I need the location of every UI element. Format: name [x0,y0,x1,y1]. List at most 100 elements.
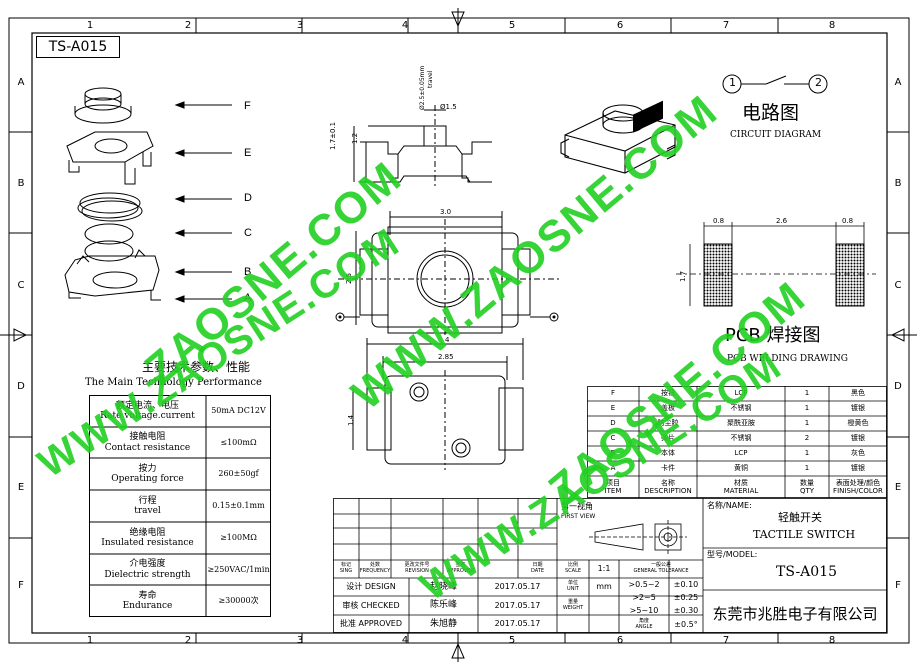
perf-label-en: Insulated resistance [101,538,194,548]
bom-item: A [610,464,616,473]
bom-finish: 黑色 [851,389,865,398]
zone-col-2: 2 [184,20,192,31]
tb-name-en: TACTILE SWITCH [753,528,856,541]
bom-finish: 镀银 [851,404,865,413]
pcb-drawing [676,222,876,307]
bom-header-en: QTY [799,487,815,495]
pcb-dim-height: 1.7 [679,270,687,282]
zone-col-6: 6 [616,635,624,646]
performance-title-cn: 主要技术参数、性能 [142,360,251,374]
zone-col-1: 1 [86,20,94,31]
zone-row-a: A [894,77,902,88]
bom-qty: 1 [804,419,810,428]
tb-tol-value: ±0.25 [673,592,699,602]
tb-tol-range: >0.5~2 [628,579,660,589]
tb-tol-value: ±0.10 [673,579,699,589]
dim-bottom-pitch: 2.85 [438,353,454,361]
tb-hdr-cn: 日期 [532,562,543,569]
perf-value: ≤100mΩ [220,437,257,447]
part-label-f: F [244,100,251,112]
tb-unit-cn: 单位 [567,580,578,587]
drawing-number-box: TS-A015 [36,36,120,58]
perf-label-en: Operating force [111,474,184,484]
perf-label-cn: 按力 [138,463,157,474]
pcb-dim-pad1: 0.8 [713,217,725,225]
tb-weight-en: WEIGHT [562,604,584,611]
zone-row-d: D [894,381,902,392]
tb-tol-range: >2~5 [632,592,656,602]
zone-row-b: B [894,178,902,189]
zone-row-d: D [17,381,25,392]
tb-date: 2017.05.17 [494,619,541,629]
perf-value: 0.15±0.1mm [212,501,265,511]
dim-top-width: 3.0 [440,208,452,216]
bom-material: 不锈钢 [730,434,752,443]
tb-hdr-en: SING [339,568,353,574]
bom-material: LCP [734,449,748,458]
tb-weight-cn: 重量 [567,598,578,605]
tb-hdr-cn: 更改文件号 [404,562,430,569]
exploded-view [64,87,161,301]
part-label-d: D [244,192,252,204]
bom-finish: 灰色 [851,449,865,458]
circuit-title-en: CIRCUIT DIAGRAM [730,130,822,140]
bom-qty: 1 [804,389,810,398]
bom-header-cn: 材质 [734,478,748,487]
zone-col-2: 2 [184,635,192,646]
tb-role: 审核 CHECKED [342,600,400,610]
bom-header-cn: 名称 [661,478,675,487]
zone-col-8: 8 [828,635,836,646]
perf-label-cn: 额定电流、电压 [115,400,179,411]
perf-label-cn: 介电强度 [129,559,166,570]
zone-row-f: F [18,580,24,591]
zone-row-c: C [894,280,902,291]
tb-model: TS-A015 [776,564,838,580]
dim-top-depth: 2.5 [345,272,353,284]
circuit-title-cn: 电路图 [742,102,800,124]
tb-hdr-cn: 签名 [455,562,466,569]
bom-name: 盖板 [661,404,675,413]
tb-tol-value: ±0.5° [674,620,698,630]
tb-unit: mm [596,582,612,592]
bom-name: 本体 [661,449,675,458]
bottom-view [352,338,524,470]
bom-item: C [610,434,616,443]
zone-col-3: 3 [296,20,304,31]
pcb-title-cn: PCB 焊接图 [725,325,821,346]
tb-angle-cn: 角度 [638,618,649,625]
bom-table: F 按钮 LCP 1 黑色 E 盖板 不锈钢 1 镀银 D 防尘胶 聚酰亚胺 1… [587,386,887,498]
bom-item: D [610,419,616,428]
top-view [335,211,562,335]
tb-hdr-en: APPROVED [446,568,475,574]
tb-role: 批准 APPROVED [339,619,403,629]
first-view-en: FIRST VIEW [561,513,596,520]
bom-header-en: ITEM [604,487,622,495]
bom-header-en: FINISH/COLOR [833,487,883,495]
perf-label-cn: 绝缘电阻 [129,527,166,538]
tb-hdr-en: GENERAL TOLERANCE [633,568,689,574]
circuit-pin-2: 2 [815,76,822,89]
zone-row-f: F [895,580,901,591]
bom-name: 防尘胶 [657,419,679,428]
perf-label-cn: 行程 [138,495,157,506]
tb-name-cn: 轻触开关 [778,511,822,524]
bom-qty: 1 [804,464,810,473]
zone-row-c: C [17,280,25,291]
tb-role: 设计 DESIGN [346,582,396,592]
zone-col-7: 7 [722,635,730,646]
first-view-cn: 第一视角 [561,502,593,511]
tb-date: 2017.05.17 [494,582,541,592]
tb-hdr-cn: 处数 [369,562,380,569]
tb-name-label: 名称/NAME: [707,501,752,510]
zone-col-5: 5 [508,20,516,31]
part-label-b: B [244,266,252,278]
tb-hdr-en: SCALE [564,568,582,574]
zone-col-8: 8 [828,20,836,31]
tb-unit-en: UNIT [567,586,579,592]
zone-row-a: A [17,77,25,88]
part-label-c: C [244,227,252,239]
dim-height: 1.7±0.1 [329,121,337,150]
perf-label-cn: 寿命 [138,590,157,601]
drawing-number: TS-A015 [48,38,108,55]
bom-item: F [610,389,616,398]
